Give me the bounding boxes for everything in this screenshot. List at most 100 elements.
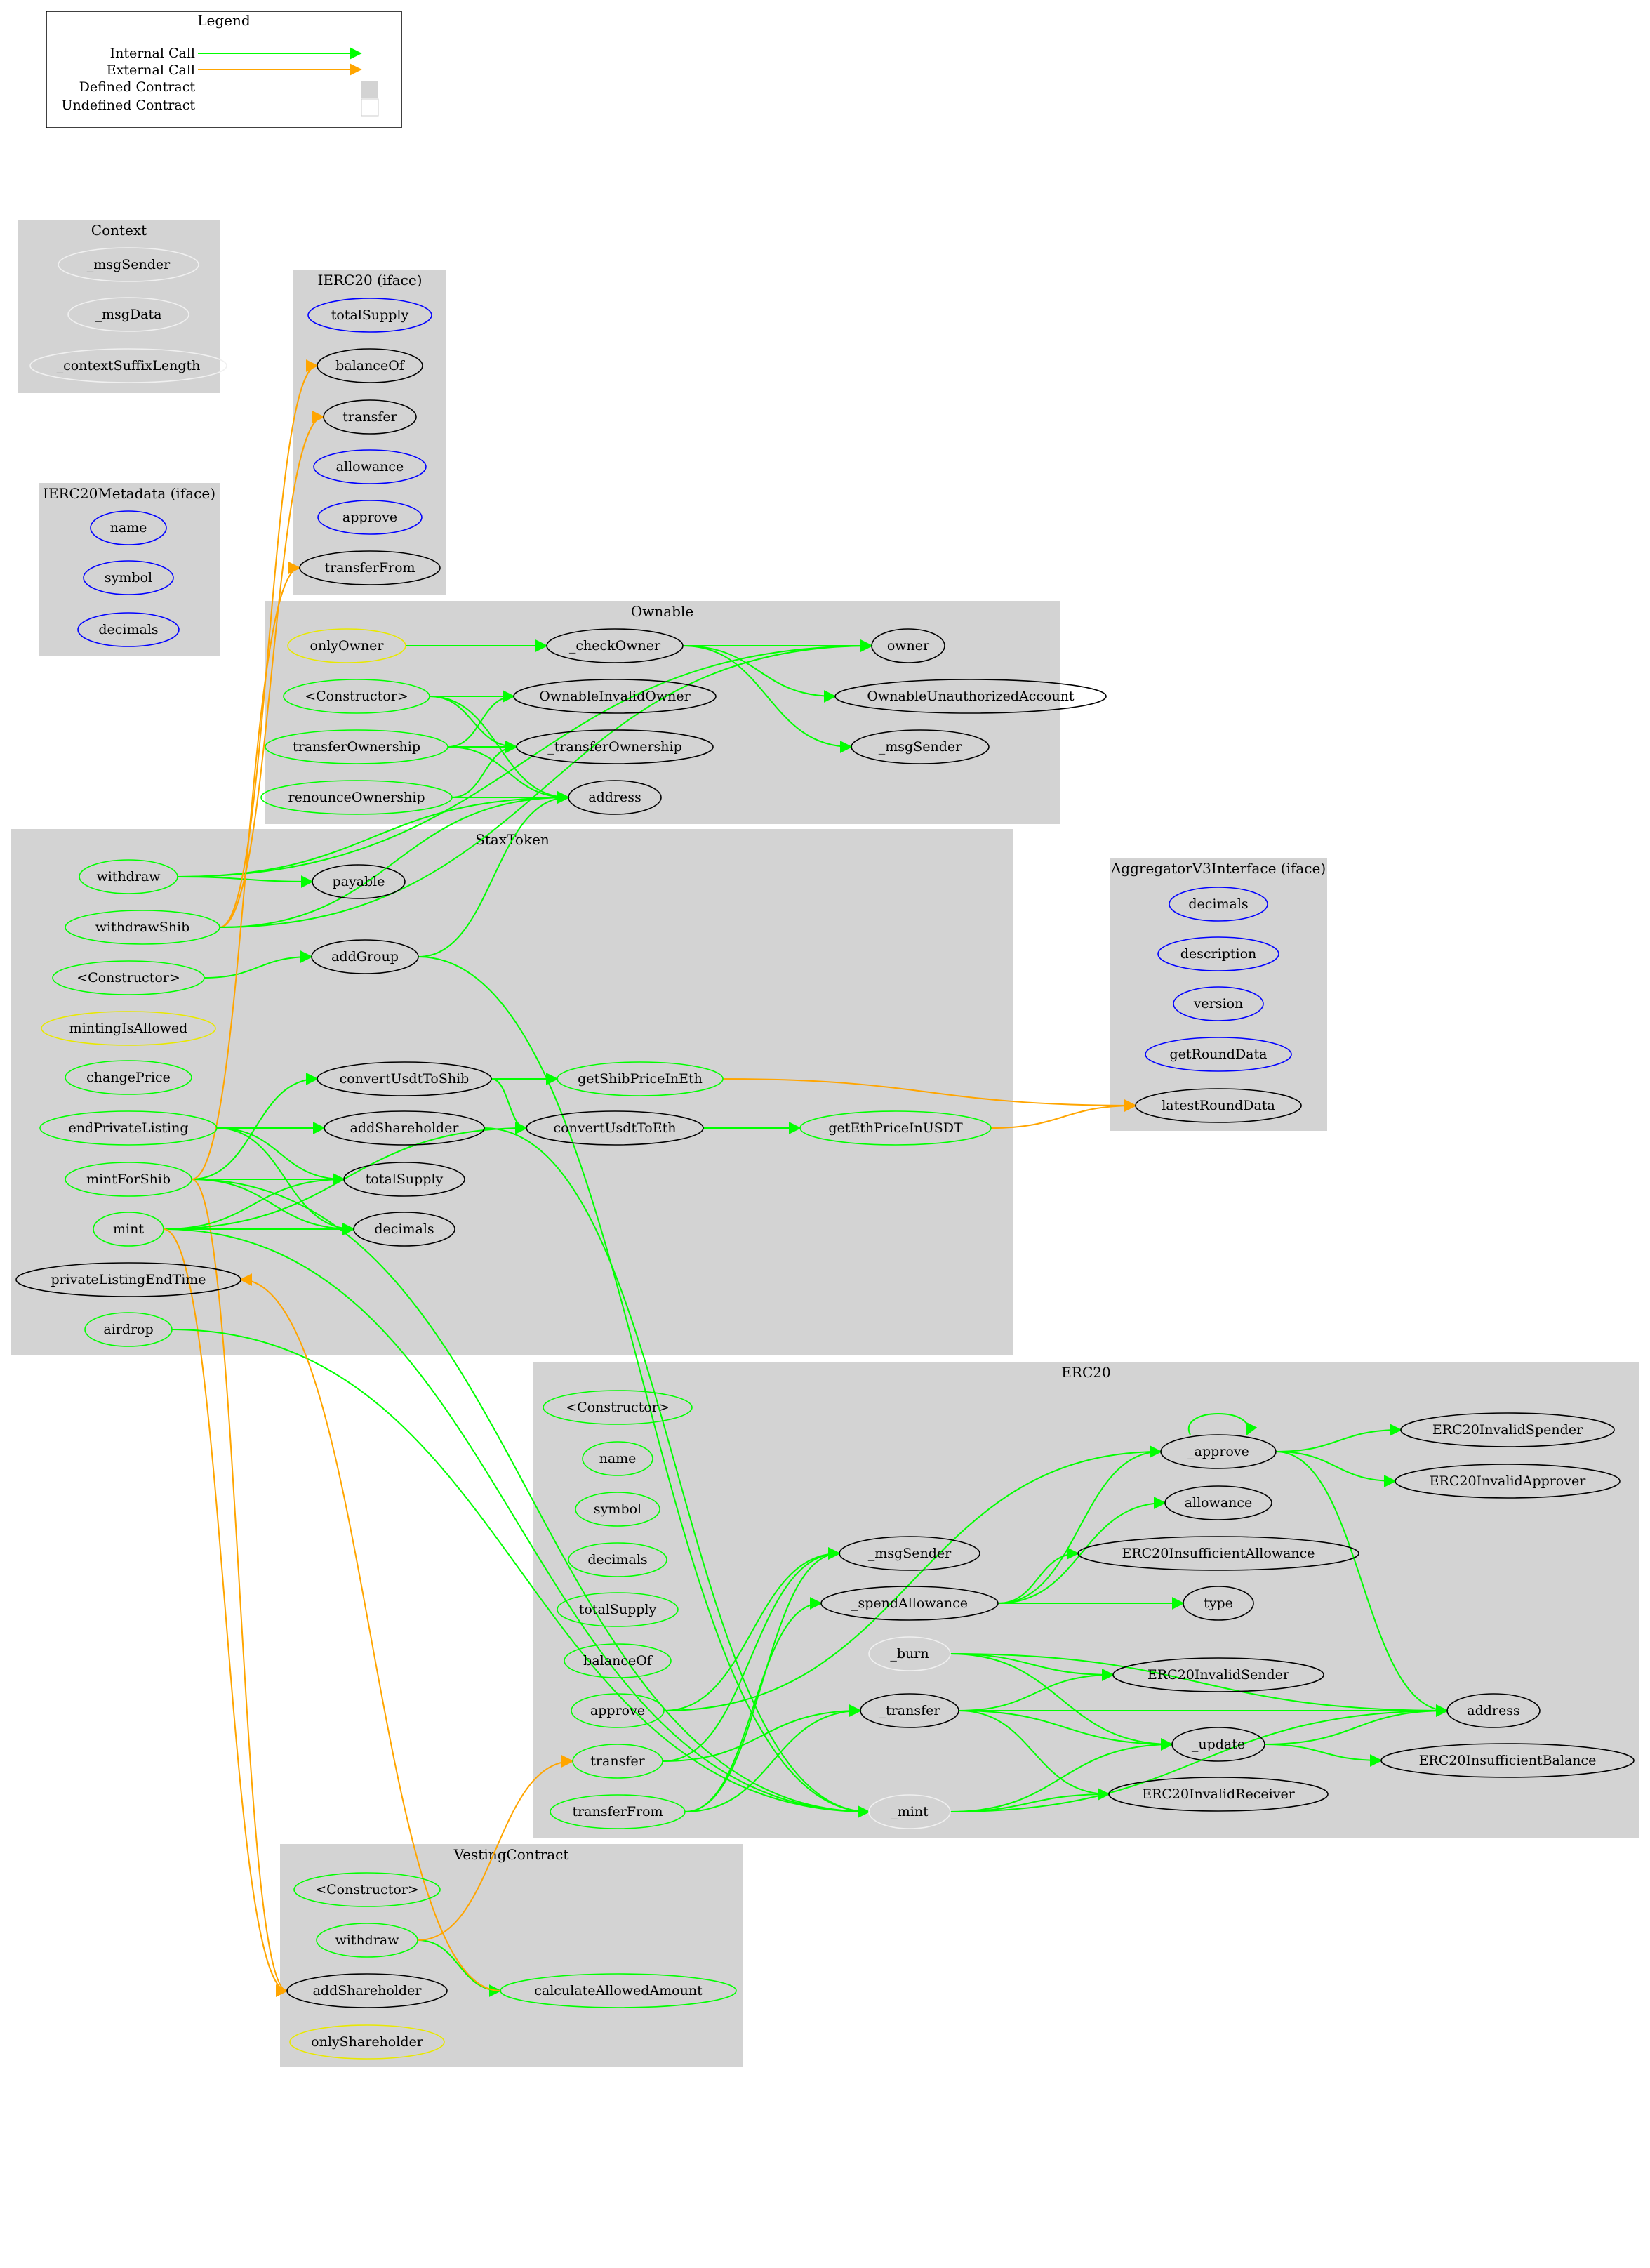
node-s-addgroup: addGroup bbox=[311, 939, 419, 974]
node-label: _update bbox=[1192, 1737, 1245, 1752]
external-call-edge bbox=[191, 562, 301, 1180]
internal-call-edge bbox=[418, 791, 570, 957]
node-ellipse bbox=[317, 500, 423, 535]
node-ellipse bbox=[65, 1060, 192, 1095]
external-call-edge bbox=[239, 1273, 501, 1991]
node-e-totalsupply: totalSupply bbox=[557, 1592, 679, 1627]
node-ellipse bbox=[39, 1110, 218, 1146]
node-ellipse bbox=[500, 1973, 737, 2008]
node-ellipse bbox=[1169, 887, 1268, 922]
node-ellipse bbox=[79, 859, 178, 894]
node-label: approve bbox=[342, 510, 397, 525]
node-ellipse bbox=[323, 399, 417, 435]
node-ellipse bbox=[834, 679, 1107, 714]
node-m-name: name bbox=[90, 510, 167, 545]
external-call-edge bbox=[417, 1755, 574, 1941]
node-ellipse bbox=[799, 1110, 992, 1146]
node-e-allowance: allowance bbox=[1164, 1485, 1272, 1520]
node-label: _spendAllowance bbox=[851, 1596, 968, 1611]
node-label: decimals bbox=[1188, 896, 1248, 912]
node-label: addGroup bbox=[331, 949, 399, 964]
internal-call-edge bbox=[484, 1127, 870, 1818]
node-e-invalidreceiver: ERC20InvalidReceiver bbox=[1108, 1777, 1329, 1812]
node-ellipse bbox=[324, 1110, 485, 1146]
node-ctx-suffix: _contextSuffixLength bbox=[29, 348, 227, 383]
node-e-invalidspender: ERC20InvalidSpender bbox=[1400, 1412, 1615, 1447]
node-ellipse bbox=[317, 1061, 492, 1096]
node-ellipse bbox=[313, 449, 427, 484]
node-v-ctor: <Constructor> bbox=[293, 1872, 441, 1907]
node-v-calculateallowedamount: calculateAllowedAmount bbox=[500, 1973, 737, 2008]
node-e-decimals: decimals bbox=[568, 1542, 667, 1577]
node-ellipse bbox=[286, 1973, 448, 2008]
node-ellipse bbox=[571, 1693, 665, 1728]
node-label: airdrop bbox=[103, 1322, 153, 1337]
cluster-label: VestingContract bbox=[453, 1846, 569, 1863]
node-label: <Constructor> bbox=[566, 1400, 670, 1415]
cluster-box bbox=[1110, 858, 1327, 1131]
node-e-update: _update bbox=[1171, 1727, 1265, 1762]
node-label: <Constructor> bbox=[315, 1882, 419, 1897]
node-o-address: address bbox=[568, 780, 662, 815]
node-ellipse bbox=[1145, 1037, 1292, 1072]
cluster-label: Ownable bbox=[631, 603, 693, 620]
internal-call-edge bbox=[997, 1547, 1079, 1604]
node-s-withdraw: withdraw bbox=[79, 859, 178, 894]
node-ellipse bbox=[871, 628, 945, 663]
node-label: withdraw bbox=[335, 1932, 399, 1948]
node-label: _approve bbox=[1187, 1444, 1249, 1459]
internal-call-edge bbox=[950, 1653, 1115, 1681]
internal-call-edge bbox=[950, 1653, 1173, 1751]
node-ellipse bbox=[1400, 1412, 1615, 1447]
node-o-ctor: <Constructor> bbox=[283, 679, 430, 714]
node-label: calculateAllowedAmount bbox=[534, 1983, 703, 1998]
node-label: mint bbox=[113, 1221, 144, 1237]
node-s-endprivatelisting: endPrivateListing bbox=[39, 1110, 218, 1146]
internal-call-edge bbox=[684, 1597, 823, 1812]
node-ellipse bbox=[15, 1262, 241, 1297]
node-o-owner: owner bbox=[871, 628, 945, 663]
node-e-balanceof: balanceOf bbox=[564, 1643, 672, 1678]
node-label: OwnableInvalidOwner bbox=[539, 689, 691, 704]
node-ellipse bbox=[568, 1542, 667, 1577]
node-ellipse bbox=[312, 864, 406, 899]
node-label: _mint bbox=[891, 1804, 929, 1819]
node-i-transferfrom: transferFrom bbox=[299, 550, 441, 585]
node-s-ctor: <Constructor> bbox=[52, 960, 205, 995]
node-e-burn: _burn bbox=[868, 1636, 951, 1671]
node-v-onlyshareholder: onlyShareholder bbox=[289, 2024, 445, 2060]
node-ellipse bbox=[1183, 1586, 1254, 1621]
legend: Legend Internal Call External Call Defin… bbox=[46, 11, 402, 128]
internal-call-edge bbox=[997, 1497, 1166, 1604]
legend-label-undefined: Undefined Contract bbox=[61, 98, 195, 113]
node-label: balanceOf bbox=[335, 358, 406, 373]
node-ellipse bbox=[316, 1923, 418, 1958]
node-e-msgsender: _msgSender bbox=[839, 1536, 980, 1571]
internal-call-edge bbox=[191, 1073, 319, 1180]
node-ellipse bbox=[516, 729, 714, 764]
node-s-payable: payable bbox=[312, 864, 406, 899]
external-call-edge bbox=[990, 1099, 1137, 1129]
internal-call-edge bbox=[191, 1179, 870, 1818]
node-s-mintforshib: mintForShib bbox=[65, 1162, 192, 1197]
node-a-decimals: decimals bbox=[1169, 887, 1268, 922]
legend-label-internal: Internal Call bbox=[110, 46, 195, 61]
node-o-renounce: renounceOwnership bbox=[260, 780, 453, 815]
node-ellipse bbox=[1164, 1485, 1272, 1520]
node-label: name bbox=[599, 1451, 637, 1466]
node-label: allowance bbox=[336, 459, 404, 475]
node-ellipse bbox=[1112, 1657, 1324, 1692]
node-label: _msgSender bbox=[87, 257, 171, 272]
internal-call-edge bbox=[447, 690, 515, 748]
node-ellipse bbox=[93, 1212, 164, 1247]
node-ellipse bbox=[1108, 1777, 1329, 1812]
internal-call-edge bbox=[216, 1127, 345, 1186]
external-call-edge bbox=[219, 411, 325, 928]
node-ellipse bbox=[1171, 1727, 1265, 1762]
node-ellipse bbox=[289, 2024, 445, 2060]
node-ellipse bbox=[307, 298, 432, 333]
internal-call-edge bbox=[684, 1704, 862, 1812]
internal-call-edge bbox=[1275, 1451, 1397, 1487]
internal-call-edge bbox=[682, 645, 837, 703]
